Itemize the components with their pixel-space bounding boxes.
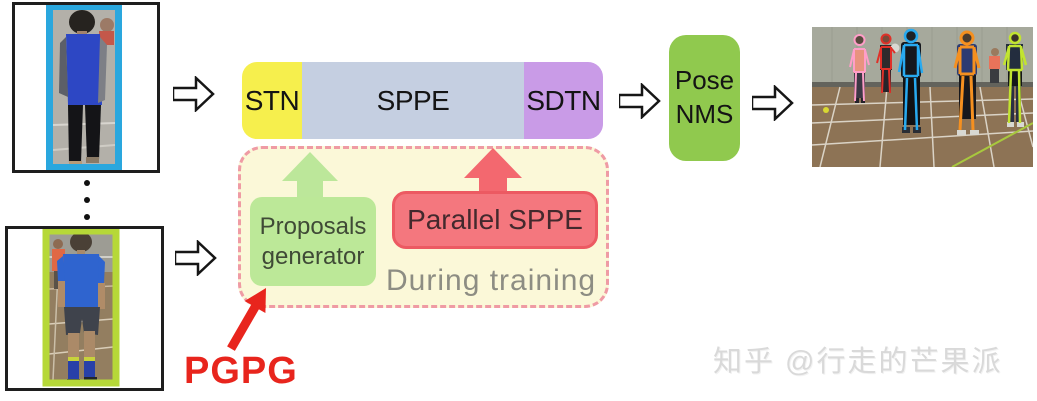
flow-arrow-icon-4 (752, 85, 794, 121)
person-crop-green-bbox (42, 229, 120, 387)
input-image-bottom (5, 226, 164, 391)
proposals-generator-block: Proposals generator (250, 197, 376, 286)
pose-nms-block: Pose NMS (669, 35, 740, 161)
vertical-ellipsis-icon (84, 180, 90, 220)
green-up-arrow-icon (282, 152, 338, 199)
proposals-generator-line2: generator (261, 242, 365, 270)
sppe-label: SPPE (376, 84, 450, 116)
stn-label: STN (244, 84, 300, 116)
pose-person-cyan (897, 28, 924, 133)
input-image-top (12, 2, 160, 173)
output-pose-image (812, 27, 1033, 167)
watermark-text: 知乎 @行走的芒果派 (713, 346, 1003, 378)
pose-person-yellowgreen (1002, 31, 1028, 127)
red-up-arrow-icon (464, 148, 522, 193)
during-training-caption: During training (386, 264, 597, 297)
pose-person-pink (849, 34, 870, 103)
sdtn-label: SDTN (526, 84, 601, 116)
flow-arrow-icon-1 (173, 76, 215, 112)
bystander-person (989, 48, 1000, 83)
sdtn-block: SDTN (524, 62, 603, 139)
parallel-sppe-block: Parallel SPPE (392, 191, 598, 249)
parallel-sppe-label: Parallel SPPE (407, 204, 583, 235)
flow-arrow-icon-3 (619, 83, 661, 119)
sppe-block: SPPE (302, 62, 524, 139)
pose-nms-line2: NMS (675, 99, 734, 129)
flow-arrow-icon-2 (175, 240, 217, 276)
pipeline-bar: STN SPPE SDTN (242, 62, 603, 139)
pgpg-label: PGPG (184, 350, 298, 392)
pose-person-orange (953, 30, 981, 135)
pose-person-red (876, 33, 900, 94)
proposals-generator-line1: Proposals (259, 212, 367, 240)
stn-block: STN (242, 62, 302, 139)
pose-nms-line1: Pose (674, 65, 735, 96)
person-crop-blue-bbox (46, 5, 122, 170)
pgpg-arrow-icon (227, 288, 266, 351)
